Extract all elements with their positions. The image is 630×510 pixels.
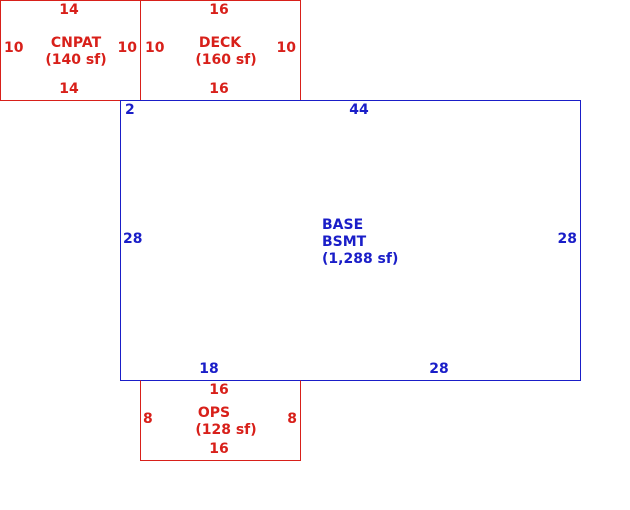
cnpat-left-dimension: 10 <box>4 40 24 56</box>
ops-area: 16 16 8 8 OPS (128 sf) <box>140 380 301 461</box>
ops-outline <box>140 380 301 461</box>
cnpat-label: CNPAT <box>51 35 102 51</box>
deck-right-dimension: 10 <box>277 40 297 56</box>
deck-area: 16 16 10 10 DECK (160 sf) <box>140 0 301 101</box>
cnpat-area: 14 14 10 10 CNPAT (140 sf) <box>0 0 141 101</box>
deck-top-dimension: 16 <box>209 2 228 18</box>
ops-area-value: (128 sf) <box>195 422 256 438</box>
ops-left-dimension: 8 <box>143 411 153 427</box>
base-area-value: (1,288 sf) <box>322 251 398 267</box>
ops-top-dimension: 16 <box>209 382 228 398</box>
deck-label: DECK <box>199 35 242 51</box>
base-label-line1: BASE <box>322 217 363 233</box>
base-label-line2: BSMT <box>322 234 367 250</box>
base-bottom-right-segment-dimension: 28 <box>429 361 448 377</box>
base-bottom-left-segment-dimension: 18 <box>199 361 218 377</box>
cnpat-area-value: (140 sf) <box>45 52 106 68</box>
base-left-dimension: 28 <box>123 231 142 247</box>
base-area: 2 44 28 28 18 28 BASE BSMT (1,288 sf) <box>120 100 581 381</box>
ops-right-dimension: 8 <box>287 411 297 427</box>
cnpat-top-dimension: 14 <box>59 2 79 18</box>
base-top-left-segment-dimension: 2 <box>125 102 135 118</box>
cnpat-bottom-dimension: 14 <box>59 81 79 97</box>
base-top-dimension: 44 <box>349 102 369 118</box>
deck-left-dimension: 10 <box>145 40 165 56</box>
ops-bottom-dimension: 16 <box>209 441 228 457</box>
deck-bottom-dimension: 16 <box>209 81 228 97</box>
base-outline <box>120 100 581 381</box>
deck-area-value: (160 sf) <box>195 52 256 68</box>
ops-label: OPS <box>198 405 230 421</box>
cnpat-right-dimension: 10 <box>118 40 138 56</box>
base-right-dimension: 28 <box>558 231 577 247</box>
